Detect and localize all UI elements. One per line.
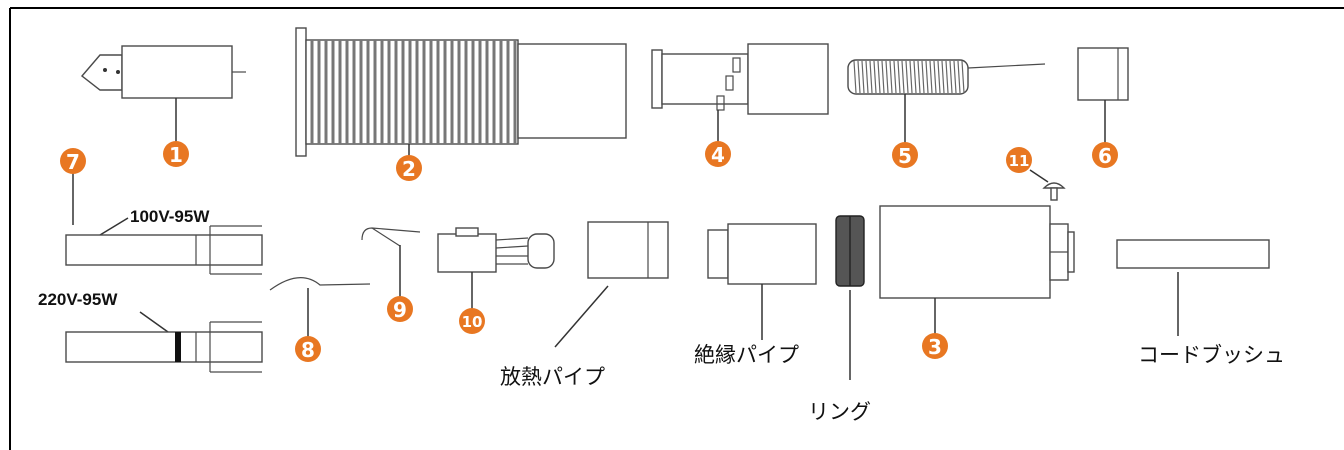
- cord-bush: [1116, 239, 1270, 336]
- badge-8: 8: [295, 336, 321, 362]
- ring: [835, 215, 865, 380]
- label-insulation-pipe: 絶縁パイプ: [694, 343, 799, 367]
- part-6-cap: [1077, 47, 1129, 145]
- badge-4: 4: [705, 141, 731, 167]
- svg-text:7: 7: [66, 150, 80, 174]
- badge-2: 2: [396, 155, 422, 181]
- svg-text:1: 1: [169, 143, 183, 167]
- svg-text:5: 5: [898, 144, 912, 168]
- label-ring: リング: [808, 400, 871, 424]
- part-7-heater-100v: [65, 172, 263, 275]
- badge-5: 5: [892, 142, 918, 168]
- part-2-grip: [295, 27, 627, 160]
- svg-text:2: 2: [402, 157, 416, 181]
- part-8-wire: [269, 277, 371, 338]
- part-3-handle-body: [879, 205, 1075, 335]
- badge-7: 7: [60, 148, 86, 174]
- svg-text:8: 8: [301, 338, 315, 362]
- svg-text:4: 4: [711, 143, 725, 167]
- label-heat-pipe: 放熱パイプ: [500, 365, 605, 389]
- part-7-heater-220v: [65, 311, 263, 373]
- part-9-hook: [361, 227, 421, 298]
- part-4-sleeve: [651, 43, 829, 145]
- badge-6: 6: [1092, 142, 1118, 168]
- badge-1: 1: [163, 141, 189, 167]
- spec-label-100v: 100V-95W: [130, 207, 210, 226]
- badge-3: 3: [922, 333, 948, 359]
- part-10-connector: [437, 227, 555, 310]
- svg-text:10: 10: [462, 313, 483, 331]
- svg-text:3: 3: [928, 335, 942, 359]
- badge-10: 10: [459, 308, 485, 334]
- part-1-tip: [80, 45, 246, 145]
- badge-11: 11: [1006, 147, 1032, 173]
- svg-text:11: 11: [1009, 152, 1030, 170]
- badge-9: 9: [387, 296, 413, 322]
- svg-text:9: 9: [393, 298, 407, 322]
- label-cord-bush: コードブッシュ: [1138, 343, 1285, 367]
- part-5-heater-coil: [847, 59, 1046, 145]
- insulation-pipe: [707, 223, 817, 340]
- part-11-screw: [1029, 169, 1066, 201]
- heat-pipe: [554, 221, 669, 348]
- spec-label-220v: 220V-95W: [38, 290, 118, 309]
- svg-text:6: 6: [1098, 144, 1112, 168]
